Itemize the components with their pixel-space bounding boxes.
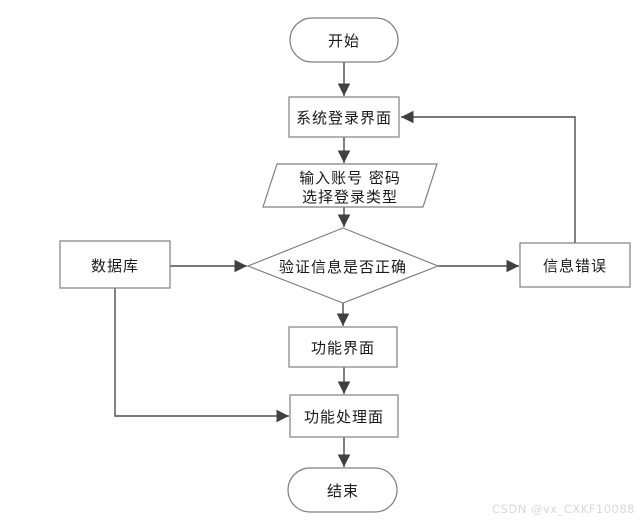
node-error: 信息错误 — [519, 242, 631, 288]
function-ui-label: 功能界面 — [311, 339, 375, 357]
edge-database-to-process — [114, 288, 289, 423]
error-label: 信息错误 — [543, 257, 607, 275]
start-shape — [289, 17, 399, 63]
edge-error-to-login — [401, 110, 576, 243]
database-shape — [59, 240, 171, 289]
node-input: 输入账号 密码 选择登录类型 — [262, 163, 438, 208]
process-label: 功能处理面 — [304, 408, 384, 426]
verify-shape — [246, 227, 440, 304]
node-function-ui: 功能界面 — [288, 326, 398, 368]
node-start: 开始 — [289, 17, 399, 63]
node-login: 系统登录界面 — [288, 96, 400, 138]
end-shape — [287, 467, 398, 513]
end-label: 结束 — [327, 482, 359, 500]
process-shape — [289, 394, 399, 438]
function-ui-shape — [288, 326, 398, 368]
node-verify: 验证信息是否正确 — [246, 227, 440, 304]
node-end: 结束 — [287, 467, 398, 513]
start-label: 开始 — [328, 32, 360, 50]
node-process: 功能处理面 — [289, 394, 399, 438]
login-shape — [288, 96, 400, 138]
database-label: 数据库 — [91, 257, 139, 275]
watermark: CSDN @vx_CXKF10088 — [492, 502, 635, 516]
input-label-line1: 输入账号 密码 — [299, 169, 401, 187]
input-label-line2: 选择登录类型 — [302, 188, 398, 206]
input-shape — [262, 163, 438, 208]
node-database: 数据库 — [59, 240, 171, 289]
login-label: 系统登录界面 — [296, 109, 392, 127]
verify-label: 验证信息是否正确 — [279, 258, 407, 276]
error-shape — [519, 242, 631, 288]
